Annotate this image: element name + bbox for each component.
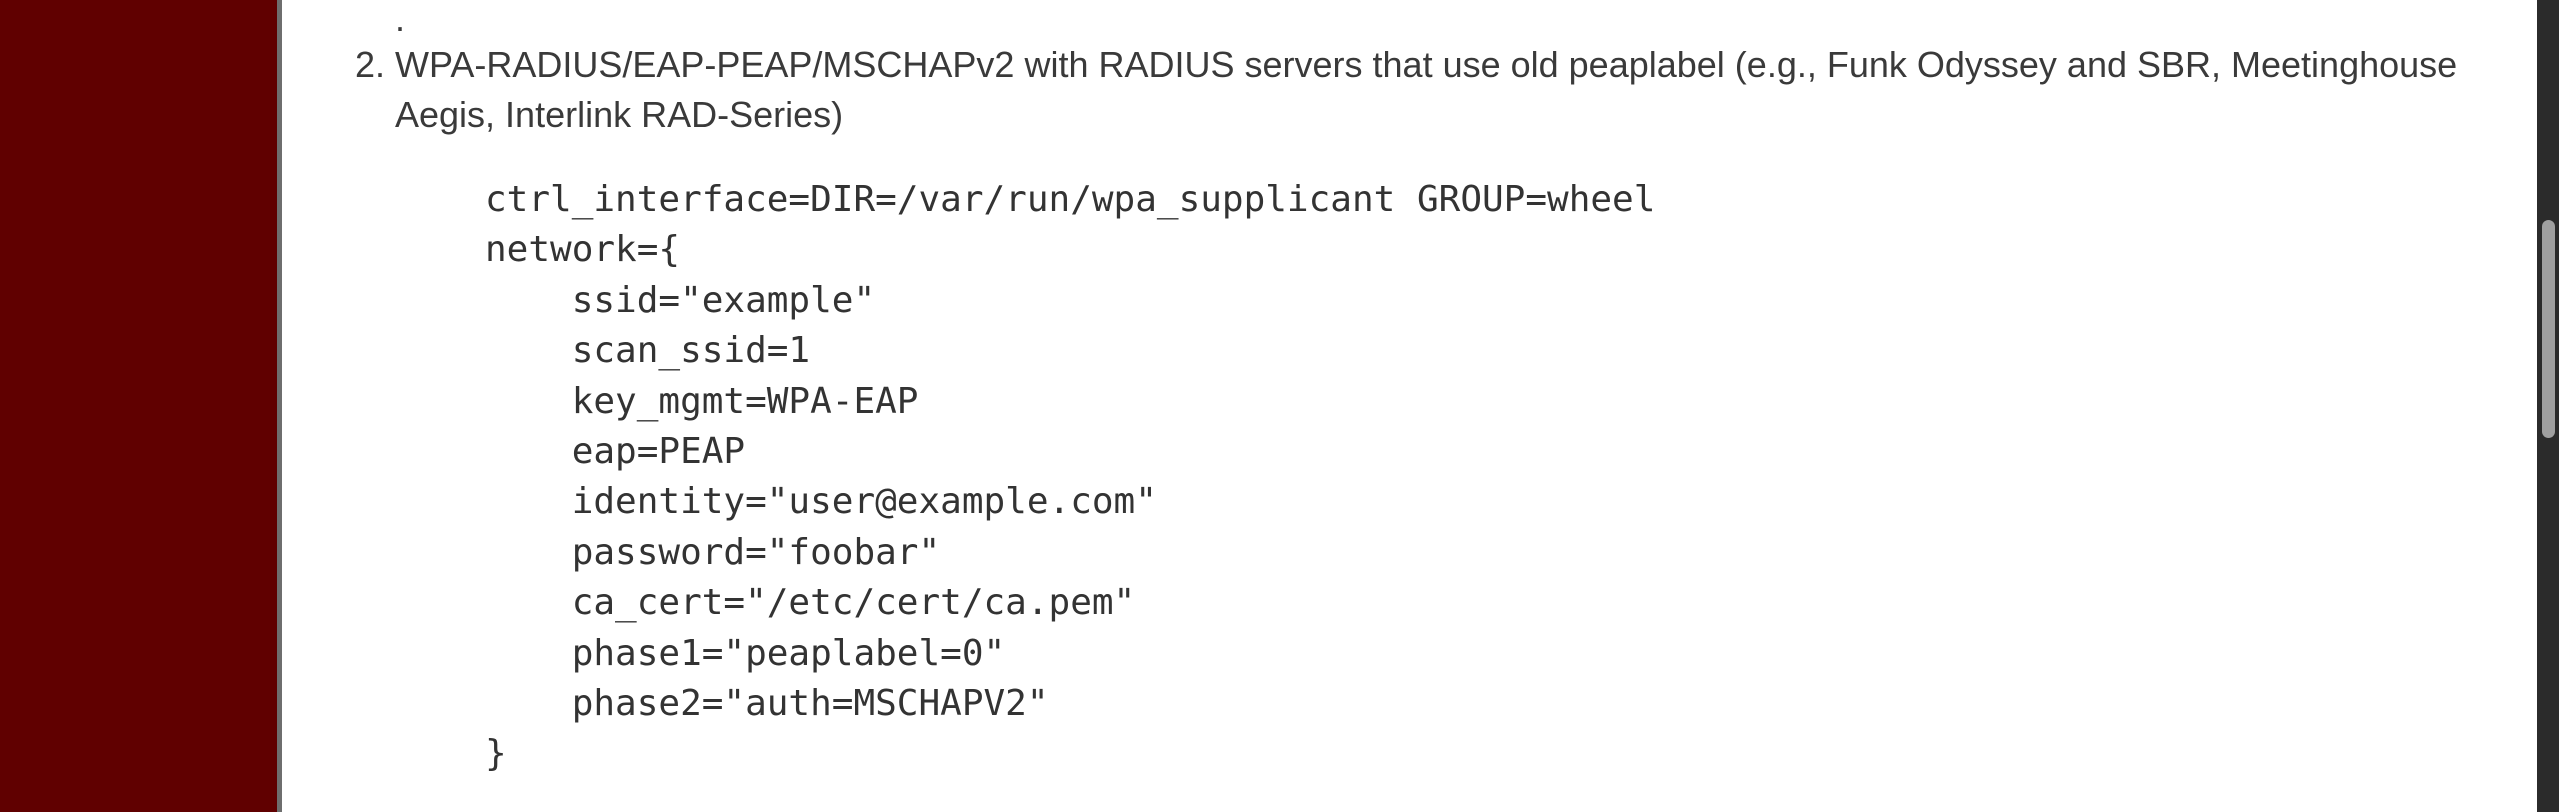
- list-item-number: 2.: [355, 44, 386, 85]
- document-content: . 2. WPA-RADIUS/EAP-PEAP/MSCHAPv2 with R…: [282, 0, 2537, 812]
- sidebar-divider: [277, 0, 282, 812]
- vertical-scrollbar[interactable]: [2537, 0, 2559, 812]
- code-block: ctrl_interface=DIR=/var/run/wpa_supplica…: [485, 179, 1656, 775]
- scrollbar-thumb[interactable]: [2542, 220, 2555, 438]
- sidebar: [0, 0, 277, 812]
- previous-item-tail: .: [395, 0, 406, 39]
- list-item-text: WPA-RADIUS/EAP-PEAP/MSCHAPv2 with RADIUS…: [395, 44, 2458, 135]
